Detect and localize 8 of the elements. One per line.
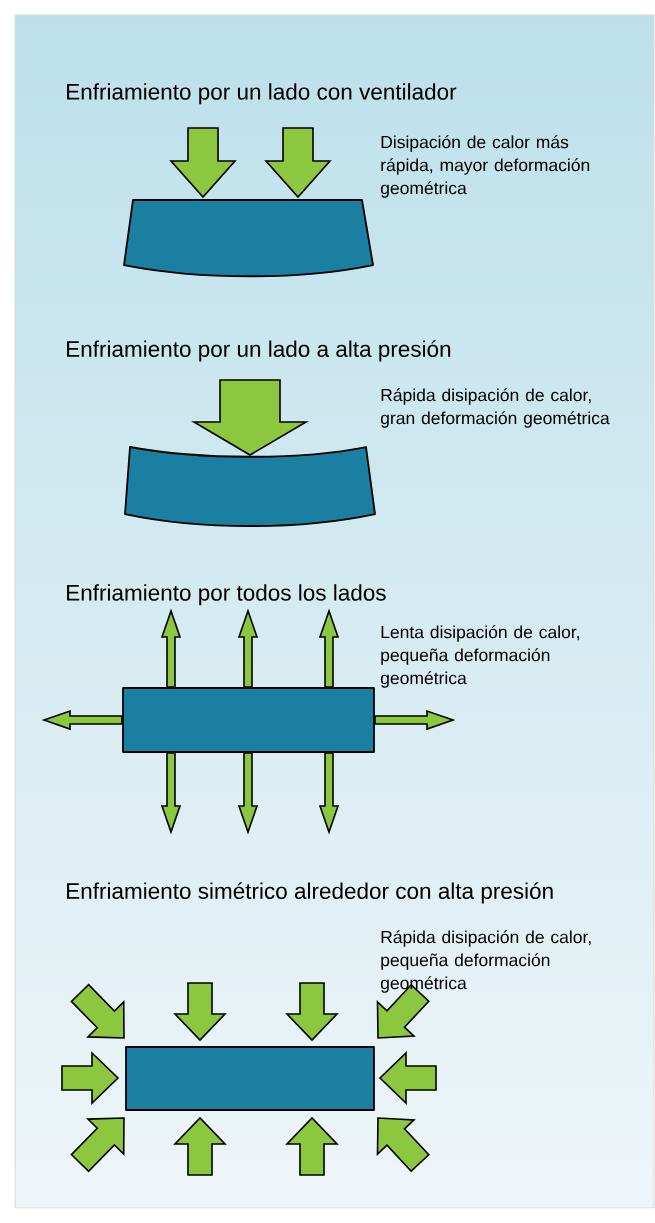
description-text: Rápida disipación de calor, pequeña deformación geométrica (380, 930, 591, 993)
heading-text: Enfriamiento por un lado con ventilador (67, 83, 457, 105)
description-text: Disipación de calor más rápida, mayor deformación geométrica (380, 135, 590, 198)
description-text: Rápida disipación de calor, gran deformación geométrica (380, 388, 610, 428)
heading-text: Enfriamiento por todos los lados (67, 584, 386, 606)
description-text: Lenta disipación de calor, pequeña deformación geométrica (380, 625, 579, 688)
heading-text: Enfriamiento simétrico alrededor con alta presión (67, 882, 553, 904)
heading-text: Enfriamiento por un lado a alta presión (67, 340, 451, 362)
